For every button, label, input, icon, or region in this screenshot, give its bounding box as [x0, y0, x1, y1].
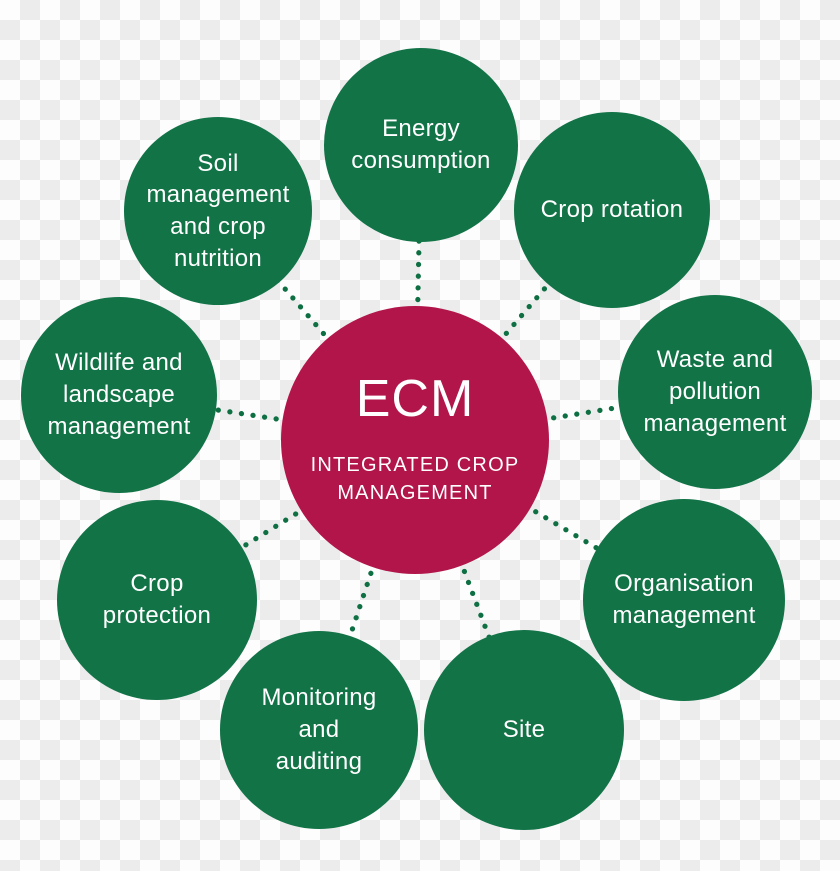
node-label: Site: [502, 716, 546, 744]
connector-line-soil: [215, 208, 418, 443]
node-site: Site: [424, 630, 624, 830]
connector-line-wildlife: [116, 392, 418, 443]
center-subtitle: INTEGRATED CROP MANAGEMENT: [310, 454, 520, 504]
node-label: Monitoring and auditing: [261, 684, 377, 775]
connector-line-crop-rotation: [412, 207, 615, 443]
node-label: Organisation management: [612, 570, 756, 629]
node-monitoring-and-auditing: Monitoring and auditing: [220, 631, 418, 829]
center-title: ECM: [355, 370, 475, 428]
center-node-ecm: ECM INTEGRATED CROP MANAGEMENT: [281, 306, 549, 574]
node-label: Waste and pollution management: [643, 346, 787, 437]
node-label: Wildlife and landscape management: [47, 349, 191, 440]
node-organisation-management: Organisation management: [583, 499, 785, 701]
node-label: Crop protection: [102, 570, 212, 629]
connector-line-crop-protection: [154, 437, 418, 603]
connector-line-waste: [412, 389, 718, 443]
node-label: Crop rotation: [540, 196, 684, 224]
node-label: Energy consumption: [351, 115, 491, 174]
node-soil-management-and-crop-nutrition: Soil management and crop nutrition: [124, 117, 312, 305]
connector-line-monitoring: [316, 437, 418, 733]
node-energy-consumption: Energy consumption: [324, 48, 518, 242]
node-label: Soil management and crop nutrition: [146, 149, 290, 272]
node-crop-protection: Crop protection: [57, 500, 257, 700]
node-wildlife-and-landscape-management: Wildlife and landscape management: [21, 297, 217, 493]
node-waste-and-pollution-management: Waste and pollution management: [618, 295, 812, 489]
node-crop-rotation: Crop rotation: [514, 112, 710, 308]
